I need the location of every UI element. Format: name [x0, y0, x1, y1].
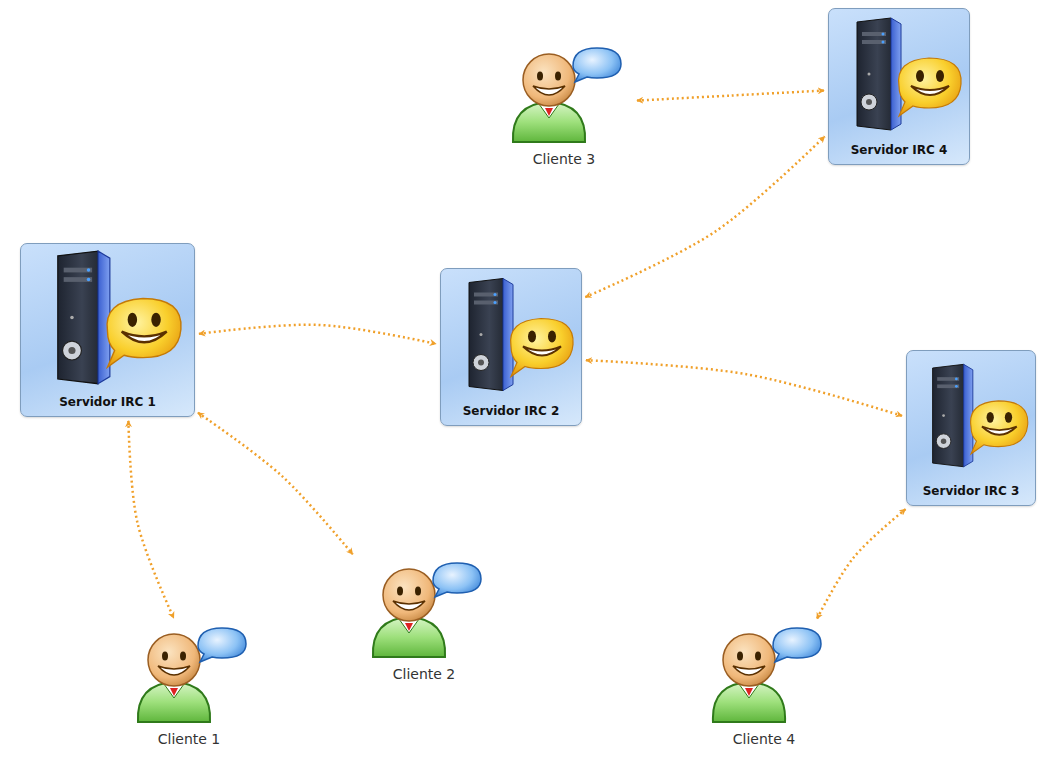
server-illustration — [829, 9, 969, 140]
link-connector — [128, 421, 173, 618]
client-label: Cliente 4 — [695, 731, 833, 747]
link-connector — [198, 413, 353, 555]
server-label: Servidor IRC 1 — [21, 395, 194, 409]
client-figure: Cliente 3 — [495, 42, 633, 167]
server-illustration — [441, 269, 581, 401]
server-box: Servidor IRC 4 — [828, 8, 970, 165]
server-box: Servidor IRC 3 — [906, 350, 1036, 506]
client-figure: Cliente 2 — [355, 557, 493, 682]
server-label: Servidor IRC 3 — [907, 484, 1035, 498]
user-illustration — [699, 622, 829, 727]
server-illustration — [21, 244, 194, 392]
link-connector — [585, 136, 824, 297]
client-figure: Cliente 1 — [120, 622, 258, 747]
server-label: Servidor IRC 4 — [829, 143, 969, 157]
server-illustration — [907, 351, 1035, 481]
client-label: Cliente 1 — [120, 731, 258, 747]
server-label: Servidor IRC 2 — [441, 404, 581, 418]
server-box: Servidor IRC 2 — [440, 268, 582, 426]
client-label: Cliente 2 — [355, 666, 493, 682]
server-box: Servidor IRC 1 — [20, 243, 195, 417]
client-label: Cliente 3 — [495, 151, 633, 167]
user-illustration — [359, 557, 489, 662]
link-connector — [817, 509, 906, 619]
link-connector — [199, 325, 436, 344]
link-connector — [586, 360, 902, 416]
client-figure: Cliente 4 — [695, 622, 833, 747]
user-illustration — [124, 622, 254, 727]
user-illustration — [499, 42, 629, 147]
link-connector — [637, 91, 824, 101]
